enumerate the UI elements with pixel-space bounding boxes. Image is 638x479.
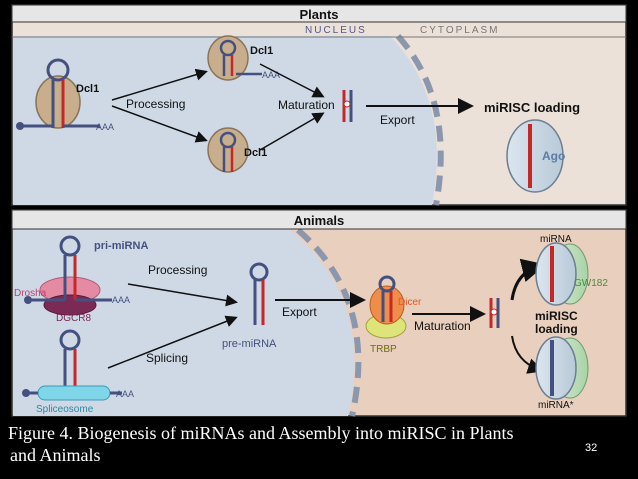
dgcr8-label: DGCR8 bbox=[56, 313, 91, 324]
dicer-complex: Dicer TRBP bbox=[365, 275, 422, 355]
nucleus-label: NUCLEUS bbox=[305, 25, 367, 36]
animals-intron-mirna: Spliceosome AAA bbox=[22, 329, 134, 415]
polyA-tail-top: AAA bbox=[262, 70, 280, 80]
plants-header-bar bbox=[11, 4, 627, 23]
figure-caption: Figure 4. Biogenesis of miRNAs and Assem… bbox=[8, 422, 608, 466]
polyA-tail-animals-top: AAA bbox=[112, 295, 130, 305]
pre-mirna-label: pre-miRNA bbox=[222, 338, 277, 350]
mirisc-label-line2: loading bbox=[535, 322, 578, 336]
plants-maturation-arrow-down bbox=[259, 112, 325, 151]
plants-mirna-duplex bbox=[342, 90, 353, 122]
caption-line-1: Figure 4. Biogenesis of miRNAs and Assem… bbox=[8, 423, 514, 443]
animals-maturation-label: Maturation bbox=[414, 319, 471, 333]
dcl1-label-main: Dcl1 bbox=[76, 83, 99, 95]
spliceosome-label: Spliceosome bbox=[36, 404, 94, 415]
polyA-tail-main: AAA bbox=[96, 122, 114, 132]
plants-processing-arrow-up bbox=[111, 68, 208, 101]
spliceosome-protein bbox=[37, 385, 111, 401]
ago-complex: Ago bbox=[506, 119, 565, 193]
cytoplasm-label: CYTOPLASM bbox=[420, 25, 500, 36]
mirisc-upper: miRNA GW182 bbox=[535, 234, 608, 306]
animals-mirna-duplex bbox=[489, 298, 500, 328]
animals-processing-label: Processing bbox=[148, 263, 207, 277]
caption-line-2: and Animals bbox=[10, 445, 101, 465]
gw182-label: GW182 bbox=[574, 278, 608, 289]
mirisc-label-line1: miRISC bbox=[535, 309, 578, 323]
animals-title: Animals bbox=[294, 213, 345, 228]
dicer-label: Dicer bbox=[398, 297, 422, 308]
dcl1-label-top: Dcl1 bbox=[250, 45, 273, 57]
plants-nuclear-envelope bbox=[395, 34, 444, 206]
animals-pri-mirna: pri-miRNA Drosha DGCR8 AAA bbox=[14, 235, 148, 324]
pre-mirna-hairpin bbox=[249, 262, 269, 325]
animals-panel: Animals pri-miRNA Drosha DGCR8 AAA Splic… bbox=[11, 209, 627, 417]
plants-processing-arrow-down bbox=[111, 105, 208, 143]
dicer-protein bbox=[369, 285, 405, 325]
animals-header-bar bbox=[11, 209, 627, 230]
mirisc-lower: miRNA* bbox=[535, 336, 589, 411]
plants-processing-label: Processing bbox=[126, 97, 185, 111]
dcl1-protein-main bbox=[35, 75, 81, 129]
plants-mirisc-loading-label: miRISC loading bbox=[484, 100, 580, 115]
animals-splicing-arrow bbox=[107, 315, 238, 369]
dcl1-protein-bottom bbox=[207, 127, 249, 173]
pri-mirna-label: pri-miRNA bbox=[94, 240, 148, 252]
plants-export-label: Export bbox=[380, 113, 415, 127]
animals-processing-arrow bbox=[127, 283, 238, 307]
plants-nucleus-region bbox=[13, 36, 437, 205]
dgcr8-protein bbox=[43, 294, 97, 316]
dcl1-label-bottom: Dcl1 bbox=[244, 147, 267, 159]
slide-number: 32 bbox=[585, 442, 598, 454]
animals-splicing-label: Splicing bbox=[146, 351, 188, 365]
ago-label: Ago bbox=[542, 149, 565, 163]
mirna-star-label: miRNA* bbox=[538, 400, 574, 411]
animals-export-label: Export bbox=[282, 305, 317, 319]
animals-nuclear-envelope bbox=[296, 227, 362, 417]
polyA-tail-animals-bottom: AAA bbox=[116, 389, 134, 399]
plants-intermediate-top: Dcl1 AAA bbox=[207, 35, 280, 81]
plants-pri-mirna: Dcl1 AAA bbox=[16, 58, 114, 132]
dcl1-protein-top bbox=[207, 35, 249, 81]
plants-title: Plants bbox=[299, 7, 338, 22]
animals-nucleus-region bbox=[13, 230, 355, 416]
plants-panel: Plants NUCLEUS CYTOPLASM Dcl1 AAA Dcl1 A… bbox=[11, 4, 627, 206]
plants-maturation-arrow-up bbox=[259, 63, 325, 98]
trbp-label: TRBP bbox=[370, 344, 397, 355]
mirna-label: miRNA bbox=[540, 234, 572, 245]
plants-maturation-label: Maturation bbox=[278, 98, 335, 112]
drosha-label: Drosha bbox=[14, 288, 47, 299]
